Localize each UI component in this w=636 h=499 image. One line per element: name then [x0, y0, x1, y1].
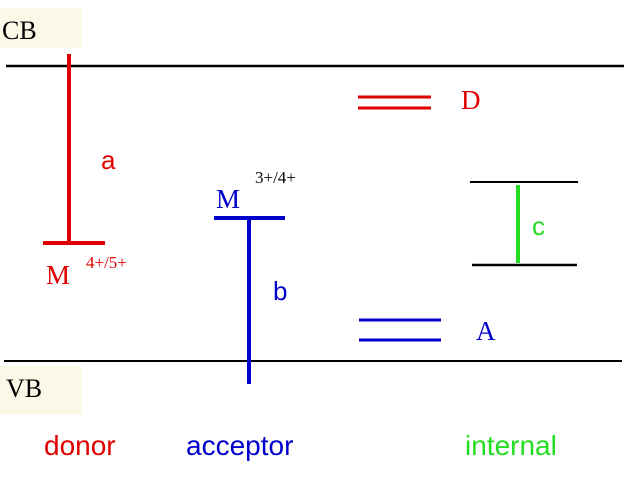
cb-label-background: [0, 8, 82, 48]
internal-donor-label: D: [461, 85, 481, 115]
donor-charge-label: 4+/5+: [86, 253, 127, 272]
transition-a-label: a: [101, 145, 116, 175]
donor-metal-label: M: [46, 260, 70, 290]
caption-acceptor: acceptor: [186, 430, 293, 461]
vb-label-background: [0, 366, 82, 414]
internal-acceptor-label: A: [476, 316, 496, 346]
caption-donor: donor: [44, 430, 116, 461]
vb-label: VB: [6, 374, 42, 403]
caption-internal: internal: [465, 430, 557, 461]
acceptor-charge-label: 3+/4+: [255, 168, 296, 187]
transition-c-label: c: [532, 211, 545, 241]
cb-label: CB: [2, 16, 37, 45]
transition-b-label: b: [273, 276, 287, 306]
acceptor-metal-label: M: [216, 184, 240, 214]
